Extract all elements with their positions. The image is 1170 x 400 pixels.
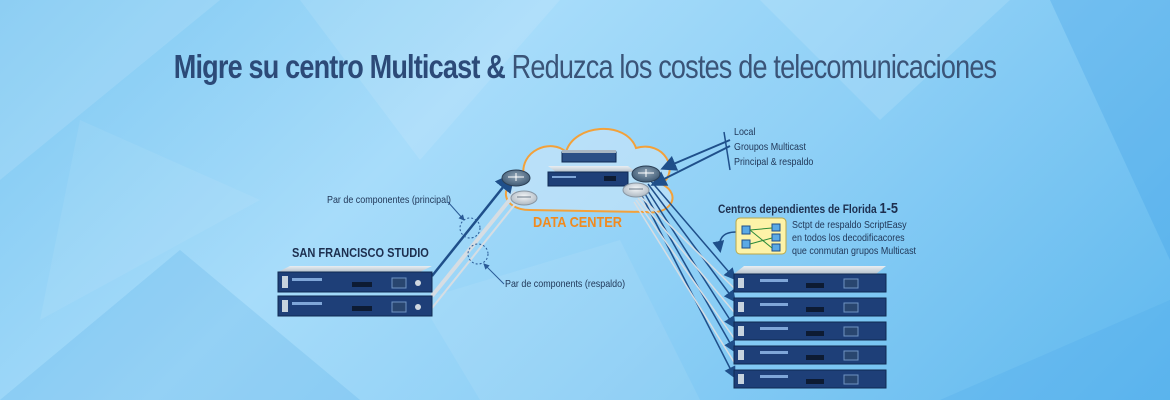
script-line-2: en todos los decodificacores [792,232,905,244]
florida-rack-1 [733,266,887,293]
pair-main-marker [459,217,481,239]
pair-main-pointer [447,201,465,221]
legend-arrow-1 [660,139,731,171]
primary-link-studio [431,172,516,277]
florida-range: 1-5 [879,200,898,217]
legend-bracket [723,131,731,171]
florida-rack-3 [733,321,887,341]
data-center-device-main [547,166,636,187]
script-easy-icon [735,217,787,255]
legend-local: Local [734,126,756,138]
legend-arrow-2 [650,145,731,186]
pair-main-label: Par de componentes (principal) [327,194,452,206]
studio-rack-1 [277,266,433,293]
studio-label: SAN FRANCISCO STUDIO [292,245,429,260]
florida-title-text: Centros dependientes de Florida [718,202,877,216]
title-light: Reduzca los costes de telecomunicaciones [511,48,997,85]
data-center-device-top [561,150,617,163]
florida-rack-5 [733,369,887,389]
backup-link-studio [430,190,518,298]
legend-groups: Groupos Multicast [734,141,806,153]
florida-rack-2 [733,297,887,317]
router-left-primary [501,169,531,187]
router-left-backup [510,190,538,206]
florida-rack-4 [733,345,887,365]
florida-title: Centros dependientes de Florida 1-5 [718,200,898,217]
router-right-backup [622,182,650,198]
script-line-1: Sctpt de respaldo ScriptEasy [792,219,907,231]
studio-rack-2 [277,295,433,317]
title-bold: Migre su centro Multicast & [173,48,506,85]
script-callout-arrow [712,231,737,253]
data-center-label: DATA CENTER [533,214,623,231]
router-right-primary [631,165,661,183]
script-line-3: que conmutan grupos Multicast [792,245,917,257]
legend-principal: Principal & respaldo [734,156,814,168]
page-title: Migre su centro Multicast & Reduzca los … [105,48,1064,86]
pair-backup-pointer [483,263,505,285]
florida-backup-links [633,195,735,363]
pair-backup-marker [467,243,489,265]
pair-backup-label: Par de components (respaldo) [505,278,626,290]
backup-link-studio-2 [431,197,521,309]
florida-links [641,179,736,379]
